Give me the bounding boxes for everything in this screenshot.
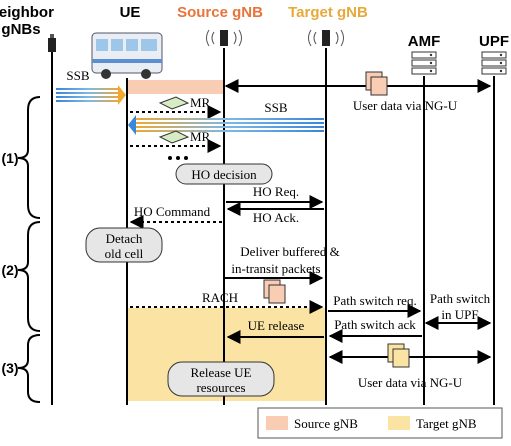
ho-decision-box — [175, 163, 273, 185]
legend-source-swatch — [266, 416, 288, 430]
neighbor-header-line1: Neighbor — [0, 4, 54, 21]
upf-header: UPF — [479, 33, 509, 50]
data-packet-icon-1 — [365, 71, 388, 96]
mr1-label: MR — [190, 95, 211, 110]
ho-decision-label: HO decision — [191, 167, 257, 182]
data-packet-icon-3 — [387, 343, 410, 368]
user-data-label-1: User data via NG-U — [353, 98, 458, 113]
phase3-brace — [17, 334, 41, 403]
path-switch-upf-label-line2: in UPF — [441, 307, 478, 322]
ho-req-label: HO Req. — [253, 184, 299, 199]
release-label-line2: resources — [196, 380, 245, 395]
phase3-label: (3) — [1, 360, 18, 376]
detach-label-line1: Detach — [106, 231, 143, 246]
ho-ack-label: HO Ack. — [253, 210, 299, 225]
mr2-envelope-icon — [158, 130, 190, 144]
path-switch-upf-label-line1: Path switch — [430, 291, 491, 306]
deliver-label-line1: Deliver buffered & — [240, 244, 339, 259]
deliver-arrow — [223, 262, 324, 285]
deliver-label-line2: in-transit packets — [231, 261, 320, 276]
target-antenna-icon — [308, 29, 344, 47]
amf-server-icon — [411, 51, 437, 75]
mr1-envelope-icon — [158, 96, 190, 110]
detach-box — [85, 227, 163, 263]
source-region — [127, 80, 223, 94]
amf-header: AMF — [408, 33, 441, 50]
phase2-brace — [17, 221, 41, 332]
mr2-label: MR — [190, 129, 211, 144]
detach-label-line2: old cell — [105, 246, 144, 261]
release-box — [167, 361, 275, 397]
rach-label: RACH — [202, 290, 238, 305]
source-gnb-header: Source gNB — [177, 4, 263, 21]
path-switch-req-label: Path switch req. — [333, 293, 416, 308]
ue-header: UE — [120, 4, 141, 21]
path-switch-ack-label: Path switch ack — [334, 317, 416, 332]
user-data-label-2: User data via NG-U — [358, 375, 463, 390]
source-antenna-icon — [206, 29, 242, 47]
ssb-right-label: SSB — [264, 100, 287, 115]
data-packet-icon-2 — [263, 279, 286, 304]
ssb-left-beam — [56, 85, 126, 105]
target-gnb-header: Target gNB — [288, 4, 368, 21]
release-label-line1: Release UE — [190, 365, 251, 380]
phase1-label: (1) — [1, 150, 18, 166]
ssb-right-beam — [128, 115, 324, 135]
neighbor-antenna-icon — [48, 34, 56, 52]
legend-target-swatch — [388, 416, 410, 430]
upf-server-icon — [481, 51, 507, 75]
ho-command-label: HO Command — [134, 204, 211, 219]
more-dots — [168, 156, 188, 160]
legend-box — [257, 407, 503, 439]
neighbor-header-line2: gNBs — [1, 21, 40, 38]
phase1-brace — [17, 96, 41, 219]
legend-target-label: Target gNB — [416, 416, 477, 431]
ssb-left-label: SSB — [66, 68, 89, 83]
legend-source-label: Source gNB — [294, 416, 358, 431]
phase2-label: (2) — [1, 262, 18, 278]
ue-release-label: UE release — [248, 318, 305, 333]
bus-icon — [91, 32, 163, 79]
